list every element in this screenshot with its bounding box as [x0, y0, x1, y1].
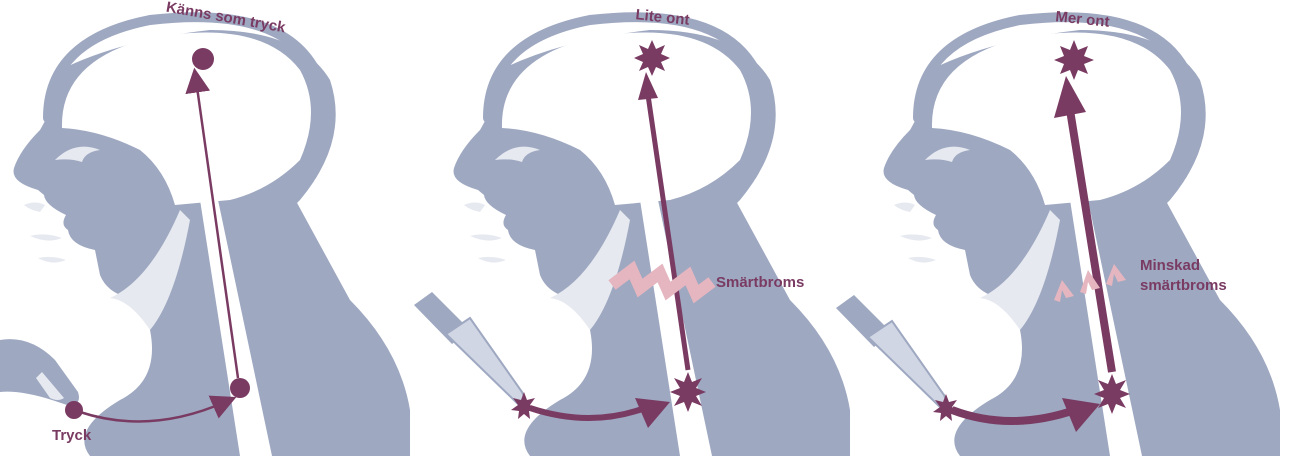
- label-minskad: Minskad: [1140, 257, 1200, 274]
- label-smartbroms: Smärtbroms: [716, 274, 804, 291]
- pressure-point: [65, 401, 83, 419]
- injury-burst: [933, 394, 959, 421]
- spinal-burst: [670, 372, 706, 412]
- ascending-signal-arrow: [645, 94, 691, 371]
- brain-burst: [1054, 40, 1094, 80]
- ascending-signal-arrow: [185, 67, 240, 379]
- label-tryck: Tryck: [52, 427, 92, 444]
- reduced-inhibition-chevrons: [1054, 264, 1126, 302]
- panel-pressure: Känns som tryck Tryck: [0, 0, 410, 456]
- pain-inhibition-zigzag: [608, 260, 716, 304]
- signal-arrow-to-spine: [529, 405, 647, 421]
- brain-node: [192, 48, 214, 70]
- signal-arrow-to-spine: [950, 406, 1077, 425]
- signal-arrow-to-spine: [79, 395, 237, 423]
- knife-icon: [414, 292, 526, 406]
- spinal-node: [230, 378, 250, 398]
- spinal-burst: [1094, 374, 1130, 414]
- injury-burst: [511, 392, 537, 419]
- knife-icon: [836, 295, 948, 409]
- label-smartbroms-minskad: smärtbroms: [1140, 277, 1227, 294]
- panel-little-pain: Lite ont Smärtbroms: [414, 6, 850, 456]
- brain-burst: [634, 40, 670, 76]
- label-lite-ont: Lite ont: [635, 6, 691, 29]
- finger-icon: [0, 339, 79, 406]
- panel-more-pain: Mer ont Minskad smärtbroms: [836, 8, 1280, 456]
- label-mer-ont: Mer ont: [1055, 8, 1111, 31]
- ascending-signal-arrow: [1066, 109, 1116, 373]
